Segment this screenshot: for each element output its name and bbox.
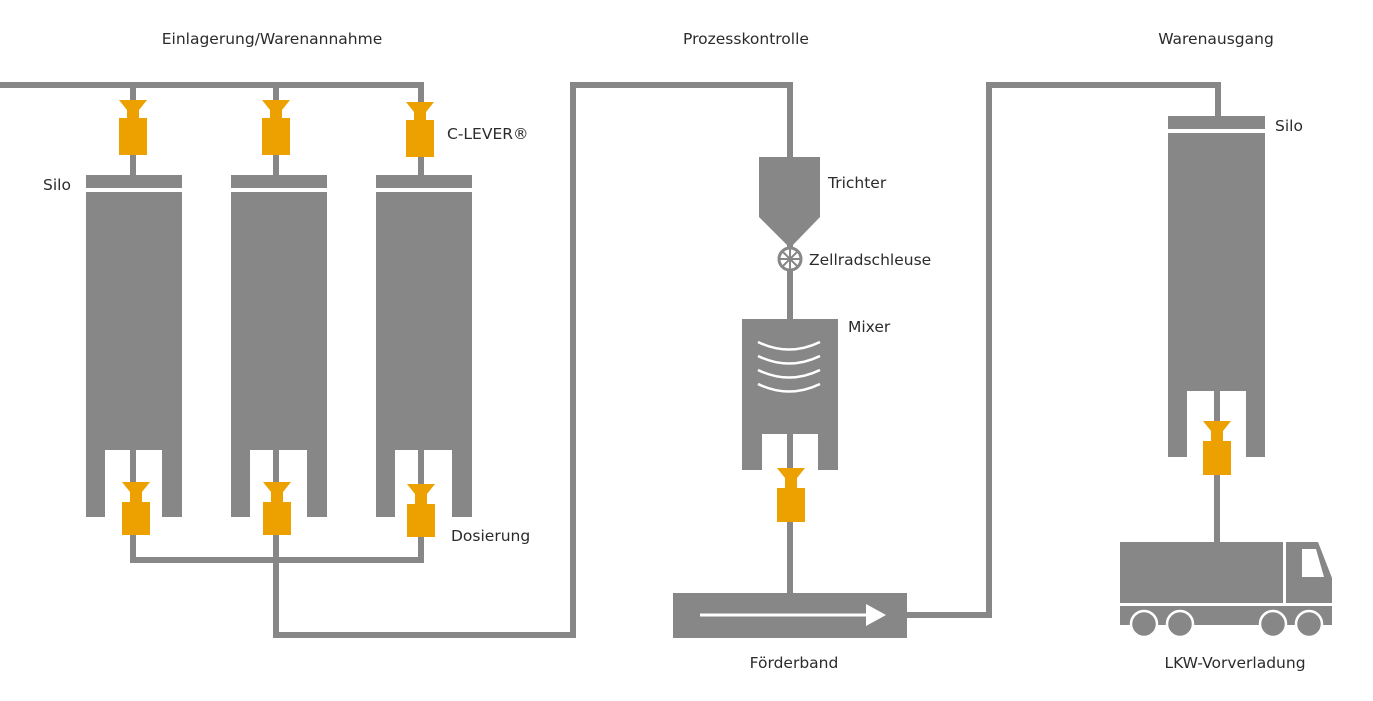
dosing-valve-1 — [122, 482, 150, 535]
label-silo-output: Silo — [1275, 117, 1303, 135]
label-c-lever: C-LEVER® — [447, 125, 529, 143]
silo-body — [86, 192, 182, 517]
arrow-right-icon — [866, 604, 886, 626]
silo-cap — [86, 175, 182, 188]
silo-cap — [376, 175, 472, 188]
mixer — [742, 319, 838, 470]
loading-valve — [1203, 421, 1231, 475]
label-silo-intake: Silo — [43, 176, 71, 194]
output-pipe — [904, 82, 1221, 618]
label-dosing: Dosierung — [451, 527, 530, 545]
section-title-output: Warenausgang — [1158, 30, 1274, 48]
silo-body — [1168, 133, 1265, 457]
section-title-intake: Einlagerung/Warenannahme — [162, 30, 383, 48]
silo-2 — [231, 175, 327, 517]
truck-window — [1302, 549, 1324, 577]
dosing-valve-2 — [263, 482, 291, 535]
silo-1 — [86, 175, 182, 517]
conveyor-belt — [673, 593, 907, 638]
label-hopper: Trichter — [827, 174, 887, 192]
silo-body — [376, 192, 472, 517]
rotary-valve-icon — [777, 246, 803, 272]
silo-cap — [1168, 116, 1265, 129]
silo-cap — [231, 175, 327, 188]
label-mixer: Mixer — [848, 318, 891, 336]
mixer-valve — [777, 468, 805, 522]
label-rotary-valve: Zellradschleuse — [809, 251, 931, 269]
intake-feed-pipe — [0, 82, 424, 179]
mixer-blades-icon — [757, 340, 821, 393]
silo-output — [1168, 116, 1265, 457]
silo-3 — [376, 175, 472, 517]
dosing-valve-3 — [407, 484, 435, 537]
c-lever-valve-1 — [119, 100, 147, 155]
silo-body — [231, 192, 327, 517]
section-title-process: Prozesskontrolle — [683, 30, 809, 48]
c-lever-valve-3 — [406, 102, 434, 157]
label-conveyor: Förderband — [750, 654, 839, 672]
c-lever-valve-2 — [262, 100, 290, 155]
truck-icon — [1120, 542, 1332, 639]
label-truck: LKW-Vorverladung — [1164, 654, 1305, 672]
hopper — [759, 157, 820, 248]
